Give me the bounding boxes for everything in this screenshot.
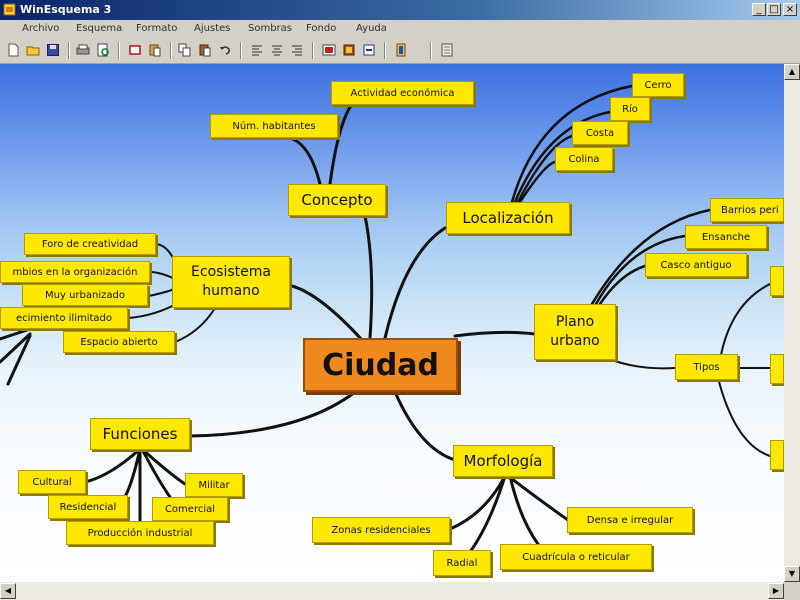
align-center-icon[interactable]: [270, 43, 284, 57]
view-icon[interactable]: [440, 43, 454, 57]
menu-ajustes[interactable]: Ajustes: [194, 23, 231, 34]
menu-esquema[interactable]: Esquema: [76, 23, 123, 34]
copy-icon[interactable]: [178, 43, 192, 57]
minimize-button[interactable]: _: [752, 3, 766, 16]
node-produccion-industrial[interactable]: Producción industrial: [66, 521, 214, 545]
node-costa[interactable]: Costa: [572, 121, 628, 145]
scroll-down-icon[interactable]: ▼: [784, 566, 800, 582]
horizontal-scrollbar[interactable]: ◀ ▶: [0, 582, 784, 600]
color-icon[interactable]: [342, 43, 356, 57]
node-zonas-residenciales[interactable]: Zonas residenciales: [312, 517, 450, 543]
node-rio[interactable]: Río: [610, 97, 650, 121]
node-foro-creatividad[interactable]: Foro de creatividad: [24, 233, 156, 255]
exit-icon[interactable]: [394, 43, 408, 57]
node-cultural[interactable]: Cultural: [18, 470, 86, 494]
node-ensanche[interactable]: Ensanche: [685, 225, 767, 249]
scroll-left-icon[interactable]: ◀: [0, 583, 16, 599]
node-funciones[interactable]: Funciones: [90, 418, 190, 450]
menu-sombras[interactable]: Sombras: [248, 23, 293, 34]
clipboard-icon[interactable]: [148, 43, 162, 57]
node-residencial[interactable]: Residencial: [48, 495, 128, 519]
node-plano-urbano[interactable]: Plano urbano: [534, 304, 616, 360]
undo-icon[interactable]: [218, 43, 232, 57]
node-comercial[interactable]: Comercial: [152, 497, 228, 521]
node-tipo-3-partial[interactable]: [770, 440, 784, 470]
node-style-icon[interactable]: [322, 43, 336, 57]
node-concepto[interactable]: Concepto: [288, 184, 386, 216]
toolbar: [0, 38, 800, 64]
node-ecosistema-humano[interactable]: Ecosistema humano: [172, 256, 290, 308]
node-colina[interactable]: Colina: [555, 147, 613, 171]
scroll-up-icon[interactable]: ▲: [784, 64, 800, 80]
align-left-icon[interactable]: [250, 43, 264, 57]
node-cerro[interactable]: Cerro: [632, 73, 684, 97]
preview-icon[interactable]: [96, 43, 110, 57]
scroll-right-icon[interactable]: ▶: [768, 583, 784, 599]
print-icon[interactable]: [76, 43, 90, 57]
node-center[interactable]: Ciudad: [303, 338, 458, 392]
node-localizacion[interactable]: Localización: [446, 202, 570, 234]
node-espacio-abierto[interactable]: Espacio abierto: [63, 331, 175, 353]
node-cambios-organizacion[interactable]: mbios en la organización: [0, 261, 150, 283]
node-militar[interactable]: Militar: [185, 473, 243, 497]
node-tipo-2-partial[interactable]: [770, 354, 784, 384]
node-barrios-periferia[interactable]: Barrios peri: [710, 198, 784, 222]
menu-ayuda[interactable]: Ayuda: [356, 23, 387, 34]
app-icon: [3, 3, 16, 16]
menu-bar: Archivo Esquema Formato Ajustes Sombras …: [0, 20, 800, 38]
vertical-scrollbar[interactable]: ▲ ▼: [784, 64, 800, 582]
connector-lines: [0, 84, 771, 554]
node-tipos[interactable]: Tipos: [675, 354, 738, 380]
node-densa-irregular[interactable]: Densa e irregular: [567, 507, 693, 533]
new-file-icon[interactable]: [6, 43, 20, 57]
node-morfologia[interactable]: Morfología: [453, 445, 553, 477]
node-crecimiento-ilimitado[interactable]: ecimiento ilimitado: [0, 307, 128, 329]
save-icon[interactable]: [46, 43, 60, 57]
mindmap-canvas[interactable]: Ciudad Concepto Actividad económica Núm.…: [0, 64, 784, 582]
title-bar: WinEsquema 3 _ □ ×: [0, 0, 800, 20]
paste-icon[interactable]: [198, 43, 212, 57]
node-radial[interactable]: Radial: [433, 550, 491, 576]
node-actividad-economica[interactable]: Actividad económica: [331, 81, 474, 105]
node-cuadricula-reticular[interactable]: Cuadrícula o reticular: [500, 544, 652, 570]
format-icon[interactable]: [362, 43, 376, 57]
open-folder-icon[interactable]: [26, 43, 40, 57]
close-button[interactable]: ×: [783, 3, 797, 16]
node-tipo-1-partial[interactable]: [770, 266, 784, 296]
scroll-corner: [784, 582, 800, 600]
align-right-icon[interactable]: [290, 43, 304, 57]
window-title: WinEsquema 3: [20, 3, 112, 16]
maximize-button[interactable]: □: [767, 3, 781, 16]
menu-fondo[interactable]: Fondo: [306, 23, 337, 34]
node-muy-urbanizado[interactable]: Muy urbanizado: [22, 284, 148, 306]
box-icon[interactable]: [128, 43, 142, 57]
menu-archivo[interactable]: Archivo: [22, 23, 60, 34]
node-casco-antiguo[interactable]: Casco antiguo: [645, 253, 747, 277]
node-num-habitantes[interactable]: Núm. habitantes: [210, 114, 338, 138]
menu-formato[interactable]: Formato: [136, 23, 178, 34]
